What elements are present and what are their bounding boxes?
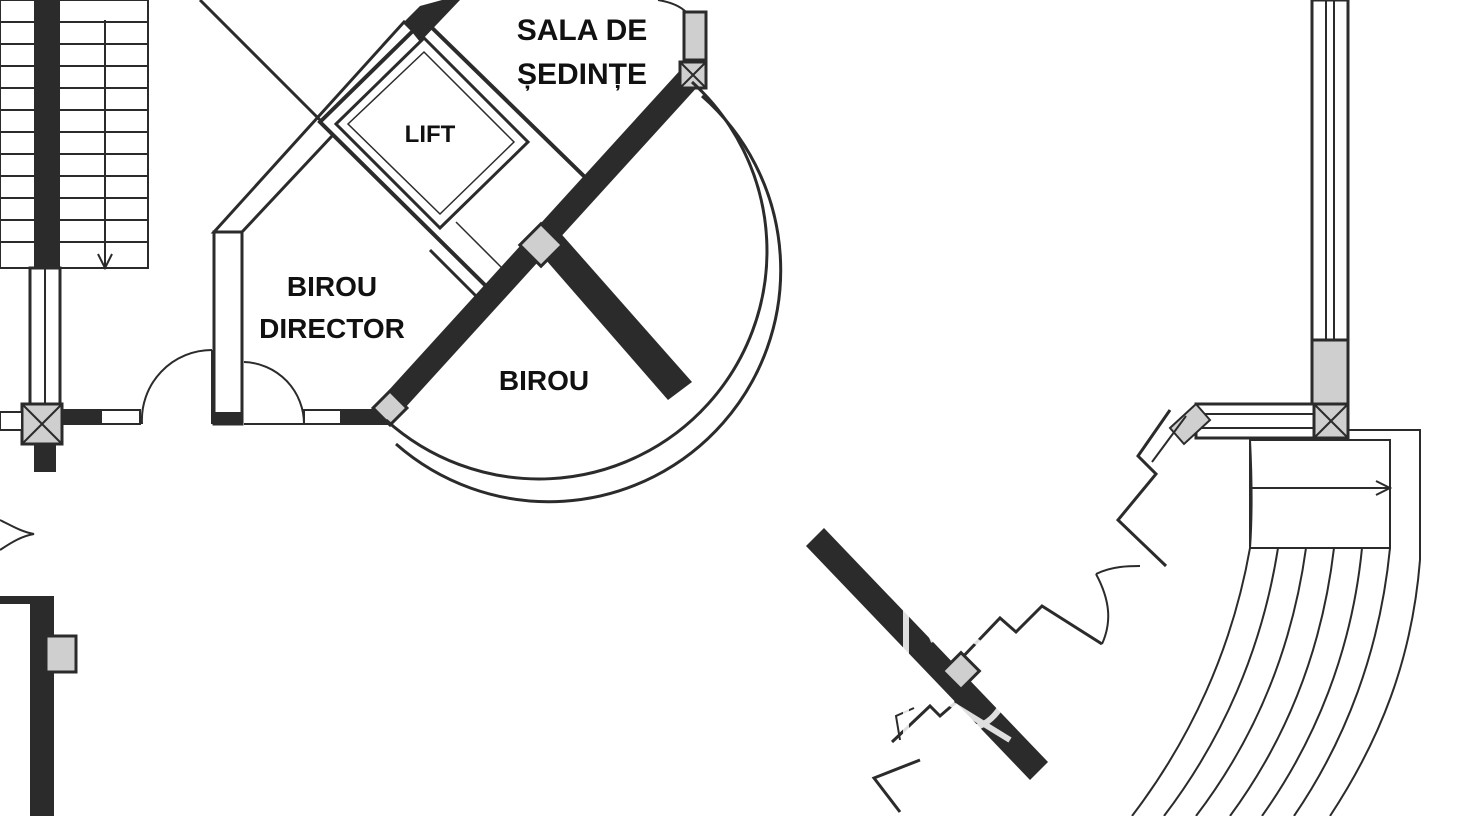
right-vertical-wall [1194, 0, 1350, 440]
round-bay [384, 80, 783, 504]
sala-right-wall [657, 0, 708, 90]
lower-left-wall [0, 596, 78, 816]
left-staircase [0, 0, 149, 410]
watermark-logo [878, 610, 1012, 743]
stair-arrow-icon [97, 20, 113, 271]
stair-arrow-icon [1252, 480, 1393, 496]
room-label-sala-line1: SALA DE [517, 14, 648, 47]
top-wall [404, 0, 460, 42]
room-label-birou: BIROU [499, 365, 589, 396]
left-column [0, 402, 141, 472]
office-partitions [370, 66, 700, 428]
diagonal-line [198, 0, 324, 124]
diagonal-beam [806, 528, 1048, 780]
room-label-director-line2: DIRECTOR [259, 313, 405, 344]
right-curved-stair [1131, 429, 1421, 816]
room-label-sala-line2: ȘEDINȚE [517, 58, 647, 91]
zigzag-facade [871, 402, 1212, 813]
room-label-director-line1: BIROU [287, 271, 377, 302]
room-label-lift: LIFT [405, 121, 456, 148]
entrance-mark [0, 519, 35, 551]
